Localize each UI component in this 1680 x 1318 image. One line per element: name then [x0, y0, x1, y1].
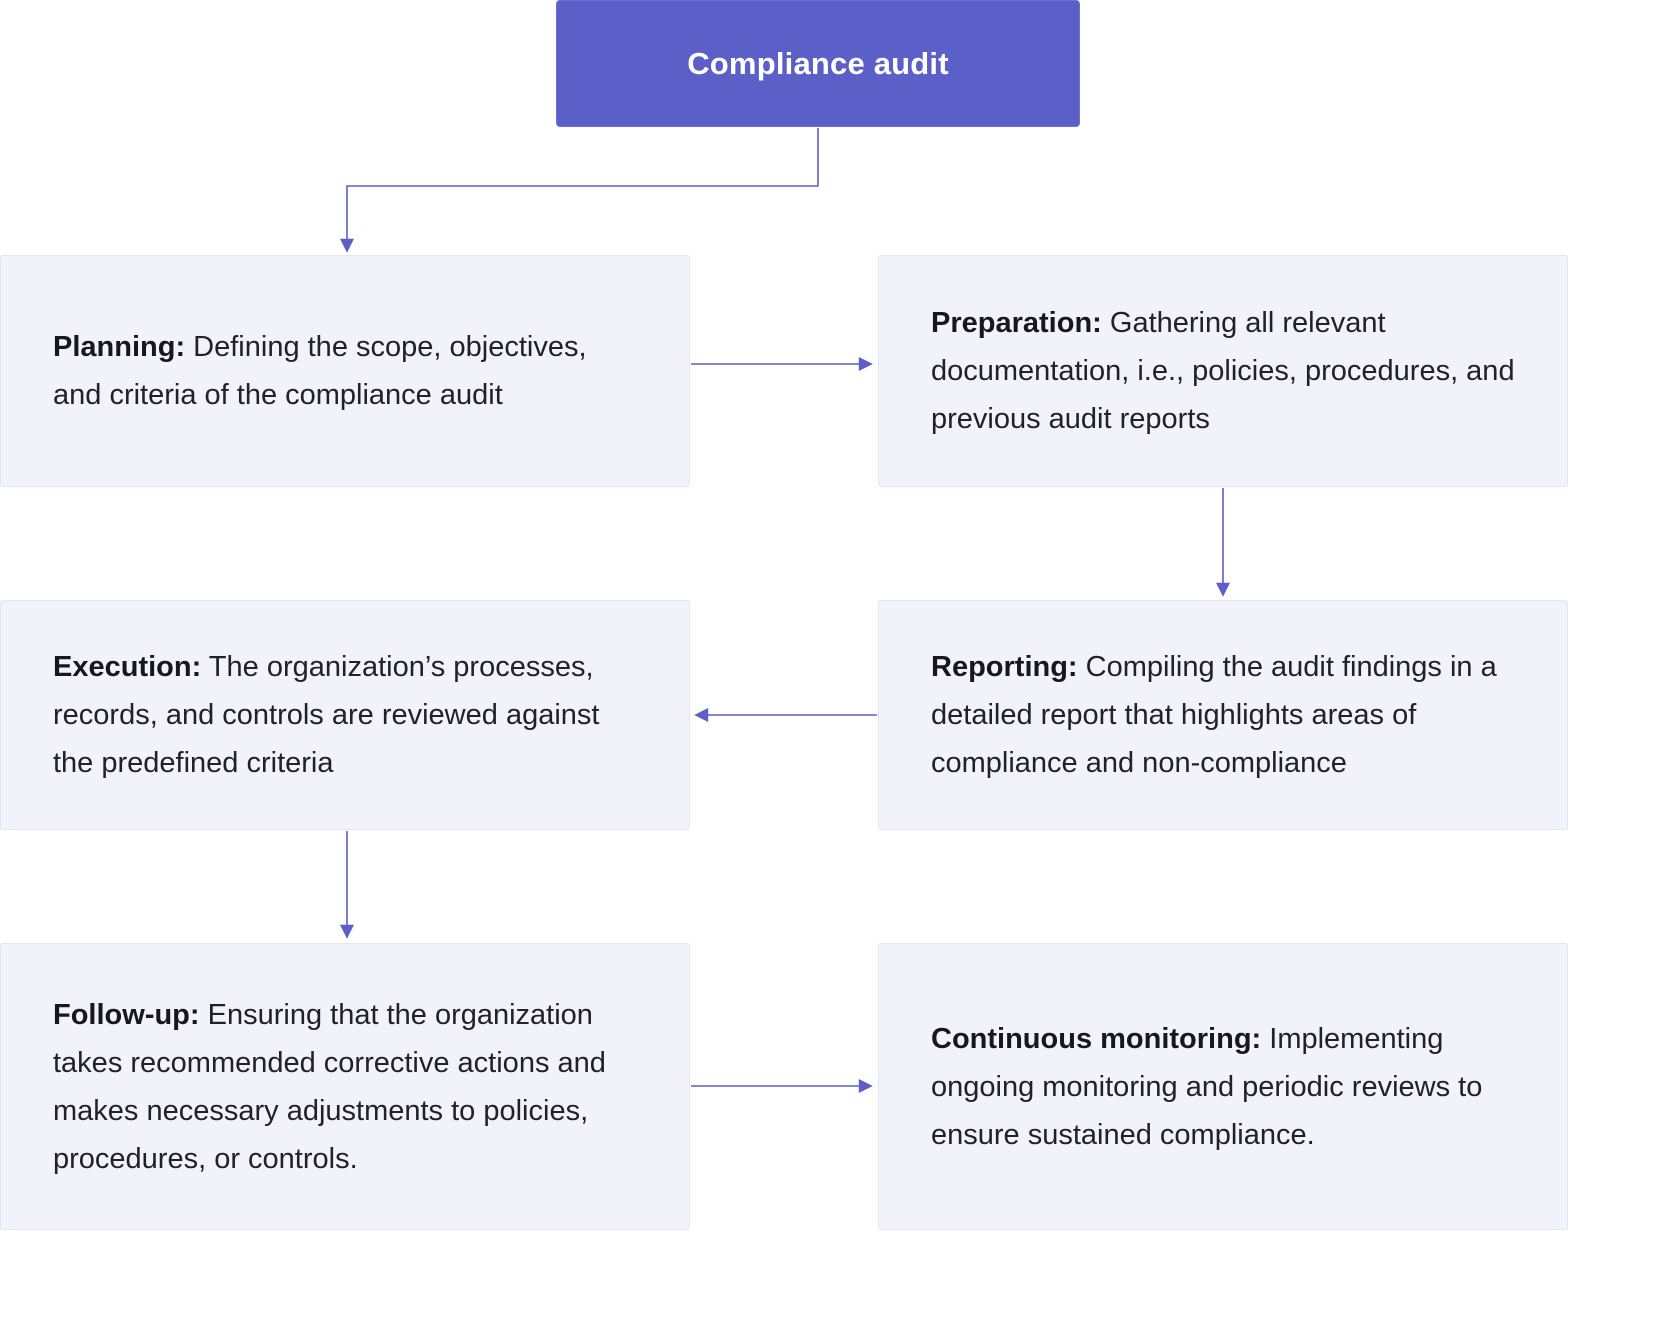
- node-follow-up-description: Ensuring that the organization takes rec…: [53, 998, 606, 1175]
- node-planning-description: Defining the scope, objectives, and crit…: [53, 331, 587, 411]
- node-preparation-description: Gathering all relevant documentation, i.…: [931, 307, 1515, 435]
- node-execution-label: Execution:: [53, 651, 202, 683]
- node-execution: Execution: The organization’s processes,…: [0, 600, 690, 830]
- node-execution-text: Execution: The organization’s processes,…: [53, 643, 637, 787]
- node-preparation-text: Preparation: Gathering all relevant docu…: [931, 299, 1515, 443]
- diagram-title-node: Compliance audit: [556, 0, 1080, 127]
- node-reporting-text: Reporting: Compiling the audit findings …: [931, 643, 1515, 787]
- node-follow-up: Follow-up: Ensuring that the organizatio…: [0, 943, 690, 1230]
- node-follow-up-text: Follow-up: Ensuring that the organizatio…: [53, 991, 637, 1183]
- node-continuous-monitoring-description: Implementing ongoing monitoring and peri…: [931, 1022, 1483, 1151]
- node-continuous-monitoring-label: Continuous monitoring:: [931, 1022, 1262, 1055]
- node-planning-label: Planning:: [53, 331, 186, 363]
- node-continuous-monitoring: Continuous monitoring: Implementing ongo…: [878, 943, 1568, 1230]
- node-execution-description: The organization’s processes, records, a…: [53, 651, 600, 779]
- diagram-title-label: Compliance audit: [687, 45, 949, 81]
- node-preparation: Preparation: Gathering all relevant docu…: [878, 255, 1568, 487]
- node-follow-up-label: Follow-up:: [53, 998, 200, 1031]
- node-preparation-label: Preparation:: [931, 307, 1102, 339]
- node-continuous-monitoring-text: Continuous monitoring: Implementing ongo…: [931, 1015, 1515, 1159]
- node-reporting: Reporting: Compiling the audit findings …: [878, 600, 1568, 830]
- node-reporting-description: Compiling the audit findings in a detail…: [931, 651, 1497, 779]
- node-reporting-label: Reporting:: [931, 651, 1078, 683]
- node-planning: Planning: Defining the scope, objectives…: [0, 255, 690, 487]
- node-planning-text: Planning: Defining the scope, objectives…: [53, 323, 637, 419]
- connector-title-to-planning-arrow: [340, 128, 819, 253]
